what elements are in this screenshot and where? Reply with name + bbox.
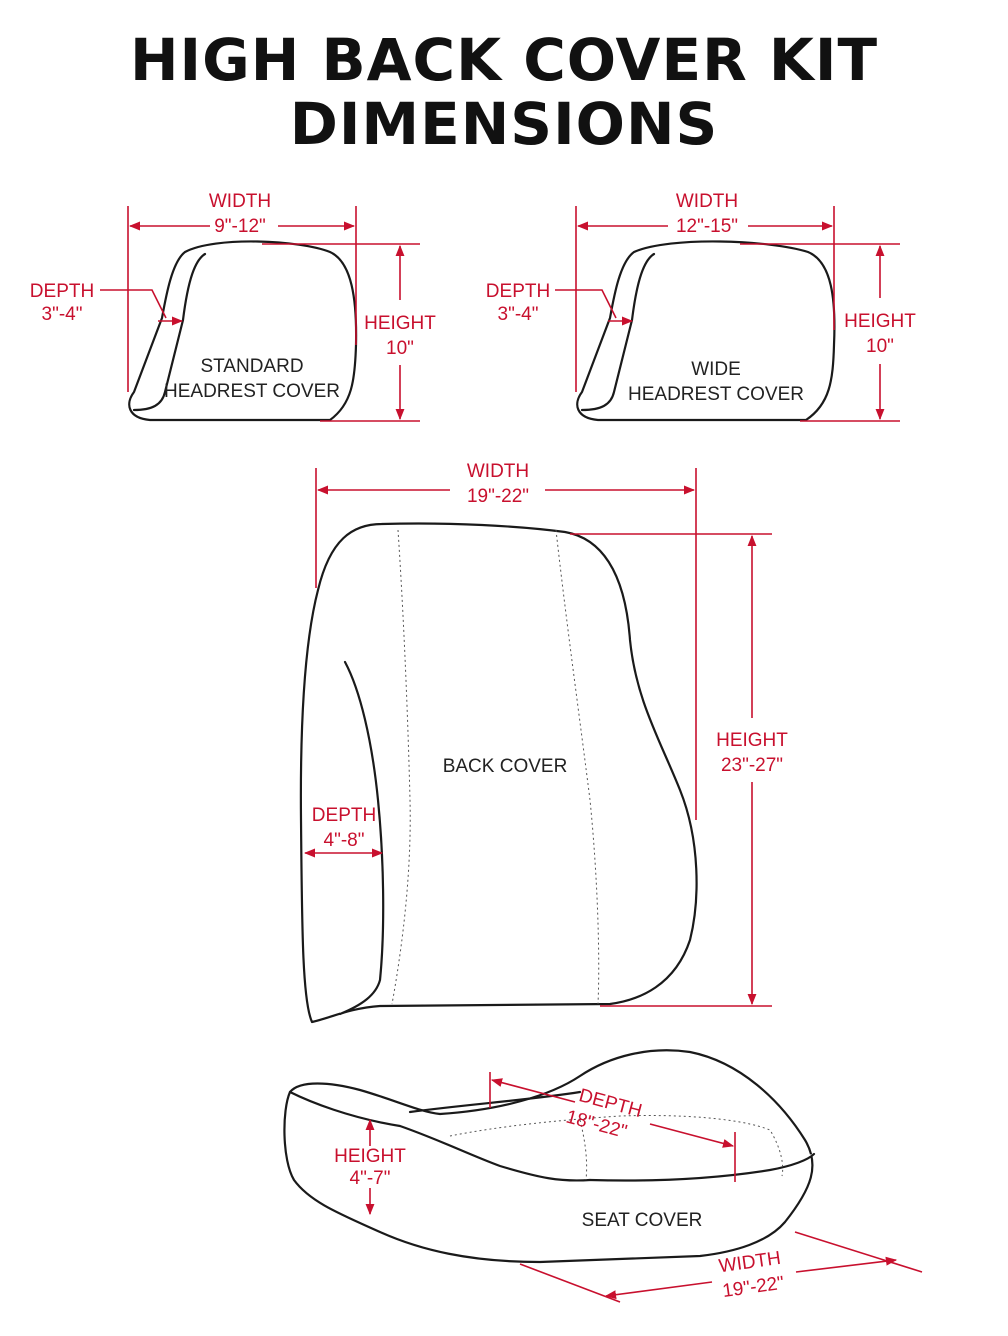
seat-cover-seam (449, 1115, 784, 1181)
back-cover-seam-left (391, 529, 411, 1005)
standard-depth-label: DEPTH (30, 281, 94, 302)
back-depth-label: DEPTH (312, 805, 376, 826)
standard-headrest-label-1: STANDARD (200, 356, 303, 377)
back-depth-value: 4"-8" (324, 830, 365, 851)
standard-headrest-label-2: HEADREST COVER (164, 381, 340, 402)
back-cover-seam-right (555, 529, 600, 1005)
wide-headrest-diagram: WIDTH 12"-15" HEIGHT 10" DEPTH 3"-4" WID… (486, 191, 916, 422)
wide-width-value: 12"-15" (676, 216, 738, 237)
title-line-2: DIMENSIONS (289, 90, 719, 158)
seat-height-label: HEIGHT (334, 1146, 406, 1167)
standard-depth-value: 3"-4" (42, 304, 83, 325)
title-line-1: HIGH BACK COVER KIT (129, 26, 879, 94)
wide-headrest-label-1: WIDE (691, 359, 741, 380)
standard-height-label: HEIGHT (364, 313, 436, 334)
standard-headrest-diagram: WIDTH 9"-12" HEIGHT 10" DEPTH 3"-4" STAN… (30, 191, 436, 422)
seat-cover-diagram: HEIGHT 4"-7" DEPTH 18"-22" WIDTH 19"-22"… (283, 1049, 923, 1303)
wide-width-label: WIDTH (676, 191, 738, 212)
back-cover-label: BACK COVER (443, 756, 568, 777)
standard-height-value: 10" (386, 338, 414, 359)
wide-height-label: HEIGHT (844, 311, 916, 332)
seat-cover-rear-edge (408, 1090, 582, 1114)
seat-cover-left-bolster (288, 1090, 592, 1182)
wide-headrest-label-2: HEADREST COVER (628, 384, 804, 405)
back-height-label: HEIGHT (716, 730, 788, 751)
back-cover-outline (299, 522, 698, 1024)
back-width-value: 19"-22" (467, 486, 529, 507)
back-width-label: WIDTH (467, 461, 529, 482)
standard-width-label: WIDTH (209, 191, 271, 212)
back-cover-diagram: WIDTH 19"-22" HEIGHT 23"-27" DEPTH 4"-8"… (299, 461, 788, 1024)
wide-depth-label: DEPTH (486, 281, 550, 302)
seat-cover-front-edge (588, 1152, 816, 1182)
wide-depth-value: 3"-4" (498, 304, 539, 325)
back-cover-left-wing (338, 660, 385, 1016)
wide-height-value: 10" (866, 336, 894, 357)
back-height-value: 23"-27" (721, 755, 783, 776)
seat-width-value: 19"-22" (721, 1273, 785, 1302)
seat-height-value: 4"-7" (350, 1168, 391, 1189)
standard-width-value: 9"-12" (214, 216, 266, 237)
seat-cover-outline (283, 1049, 814, 1264)
seat-cover-label: SEAT COVER (582, 1210, 703, 1231)
